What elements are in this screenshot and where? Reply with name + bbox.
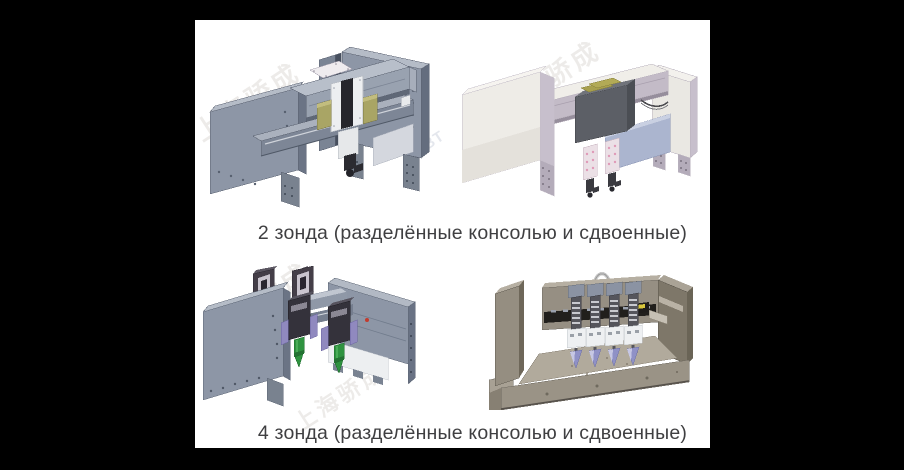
document-page: 上海骄成 上海骄成 BT 上海骄成 上海骄成 [189,20,710,448]
probe-bank [566,280,643,369]
probe-head-right [320,297,358,374]
caption-four-probes: 4 зонда (разделённые консолью и сдвоенны… [257,422,688,444]
figure-4-probe-twin-machine [488,272,693,410]
axis-motor [400,94,411,108]
indicator-dot [365,318,369,322]
probe-head-left [280,291,318,368]
left-side-panel [461,65,555,197]
figure-2-probe-twin-machine [461,63,698,198]
probe-pair [582,137,621,198]
figure-2-probe-split-console-machine [209,46,430,208]
left-pillar [494,280,524,387]
y-axis-plate [309,60,353,79]
left-side-panel [209,81,307,208]
z-carriage [316,75,378,133]
caption-two-probes: 2 зонда (разделённые консолью и сдвоенны… [257,222,688,244]
left-side-panel [203,281,291,407]
probe-head [337,126,363,177]
figure-4-probe-split-console-machine [203,266,416,407]
carriage-box [574,77,635,144]
cable-chain [640,99,669,110]
